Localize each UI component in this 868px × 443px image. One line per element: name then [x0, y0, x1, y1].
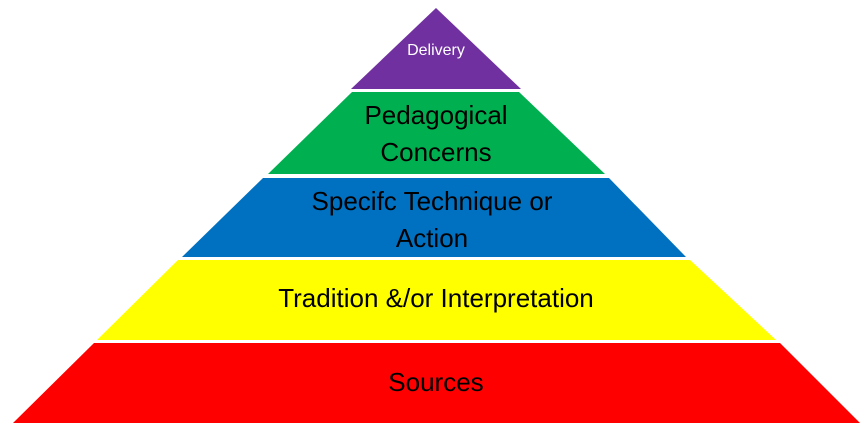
pedagogical-label-line2: Concerns [380, 137, 491, 167]
level-sources [13, 343, 860, 423]
technique-label-line1: Specifc Technique or [312, 186, 553, 216]
pedagogical-label-line1: Pedagogical [364, 100, 507, 130]
sources-label: Sources [388, 367, 483, 397]
level-pedagogical [268, 92, 605, 174]
level-delivery [351, 8, 521, 89]
tradition-label: Tradition &/or Interpretation [278, 283, 594, 313]
level-tradition [97, 260, 776, 340]
delivery-label: Delivery [407, 42, 465, 59]
technique-label-line2: Action [396, 223, 468, 253]
level-technique [182, 178, 686, 257]
